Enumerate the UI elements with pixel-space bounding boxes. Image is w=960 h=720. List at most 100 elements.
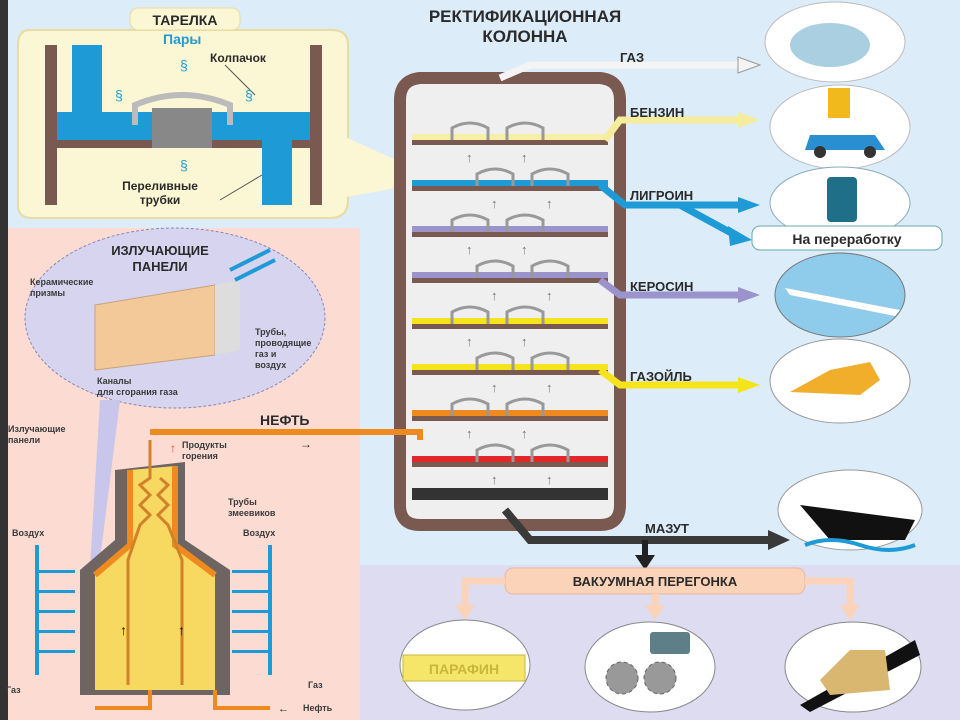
- gasoline-label: БЕНЗИН: [630, 105, 684, 120]
- plate-title-box: [129, 7, 241, 31]
- excavator-icon: [790, 362, 880, 395]
- bubble-cap: [475, 443, 515, 462]
- residue-layer: [412, 488, 608, 500]
- tray-liquid: [412, 318, 608, 324]
- road-roller-icon: [820, 650, 890, 695]
- tray-liquid: [412, 226, 608, 232]
- flow-arrow-left: ↑: [120, 622, 127, 638]
- overflow-label-1: Переливные: [122, 179, 198, 193]
- bubble-cap: [475, 351, 515, 370]
- vapor-arrow-icon: ↑: [546, 196, 553, 211]
- cap-label: Колпачок: [210, 51, 267, 65]
- water-icon: [804, 538, 916, 552]
- coils-label-2: змеевиков: [228, 508, 276, 518]
- tray: [412, 462, 608, 467]
- overflow-label-2: трубки: [140, 193, 181, 207]
- panels-label-1: Излучающие: [8, 424, 65, 434]
- car-icon: [805, 135, 885, 150]
- vapor-arrow-icon: ↑: [546, 288, 553, 303]
- oil-in-arrow: ←: [278, 703, 289, 715]
- tray-liquid: [412, 410, 608, 416]
- oil-out-pipe: [150, 429, 423, 440]
- gasoil-label: ГАЗОЙЛЬ: [630, 369, 692, 384]
- title-line-1: РЕКТИФИКАЦИОННАЯ: [429, 7, 621, 26]
- plate-title: ТАРЕЛКА: [153, 12, 218, 28]
- channels-label-2: для сгорания газа: [97, 387, 179, 397]
- combustion-label-1: Продукты: [182, 440, 227, 450]
- vacuum-left-arrow: [455, 605, 475, 620]
- vacuum-right-pipe: [805, 577, 854, 610]
- vapor-arrow-icon: ↑: [491, 472, 498, 487]
- ceramic-label-1: Керамические: [30, 277, 93, 287]
- panels-inset-pointer: [88, 400, 120, 600]
- kerosene-pipe: [597, 277, 740, 299]
- vacuum-title: ВАКУУМНАЯ ПЕРЕГОНКА: [573, 574, 738, 589]
- tray: [412, 232, 608, 237]
- combustion-arrow-icon: ↑: [170, 441, 176, 455]
- kerosene-label: КЕРОСИН: [630, 279, 693, 294]
- vapor-arrow-icon: ↑: [521, 150, 528, 165]
- panels-title-2: ПАНЕЛИ: [132, 259, 187, 274]
- barrel-icon: [827, 177, 857, 222]
- tubes-label-1: Трубы,: [255, 327, 286, 337]
- tray-liquid: [412, 456, 608, 462]
- distillation-column: ↑↑↑↑↑↑↑↑↑↑↑↑↑↑↑↑: [394, 56, 762, 531]
- bubble-cap: [475, 167, 515, 186]
- vapor-arrow-icon: ↑: [521, 242, 528, 257]
- vapor-arrow-icon: ↑: [521, 426, 528, 441]
- ship-icon: [800, 505, 915, 540]
- gas-label: ГАЗ: [620, 50, 644, 65]
- tray-liquid: [412, 180, 608, 186]
- bubble-cap: [450, 397, 490, 416]
- car-wheel-front: [814, 146, 826, 158]
- gas-right-label: Газ: [308, 680, 323, 690]
- furnace-chamber: [95, 466, 215, 690]
- bubble-cap: [530, 259, 570, 278]
- air-right-label: Воздух: [243, 528, 275, 538]
- plate-wall-left: [45, 45, 57, 205]
- vacuum-right-arrow: [840, 605, 860, 620]
- gas-tank-icon: [790, 23, 870, 67]
- vapor-arrow-icon: ↑: [466, 334, 473, 349]
- bubble-cap: [505, 305, 545, 324]
- vapor-arrow-icon: ↑: [491, 196, 498, 211]
- title-line-2: КОЛОННА: [482, 27, 567, 46]
- channels-label-1: Каналы: [97, 376, 132, 386]
- tube-stack-icon: [215, 280, 240, 355]
- reprocess-label: На переработку: [792, 231, 901, 247]
- bubble-cap: [450, 305, 490, 324]
- flow-arrow-right: ↑: [178, 622, 185, 638]
- combustion-label-2: горения: [182, 451, 218, 461]
- reprocess-box: [751, 225, 943, 251]
- gas-pipe: [498, 61, 740, 82]
- tray: [412, 278, 608, 283]
- bubble-cap: [505, 397, 545, 416]
- oil-in-pipe: [95, 690, 270, 710]
- air-pipes-right: [232, 545, 272, 675]
- vapor-icon-2: §: [115, 87, 123, 103]
- air-pipes-left: [35, 545, 75, 675]
- car-wheel-rear: [864, 146, 876, 158]
- oil-out-arrow: →: [300, 437, 312, 451]
- vapor-icon-1: §: [180, 57, 188, 73]
- kerosene-arrow: [738, 287, 760, 303]
- mazut-down-arrow: [635, 555, 655, 570]
- gasoline-pipe: [602, 116, 740, 143]
- gasoline-arrow: [738, 112, 760, 128]
- gas-left-label: Газ: [6, 685, 21, 695]
- vacuum-left-pipe: [461, 577, 505, 610]
- vapor-arrow-icon: ↑: [491, 380, 498, 395]
- vacuum-distillation: ВАКУУМНАЯ ПЕРЕГОНКА ПАРАФИН: [399, 567, 922, 713]
- fraction-labels: ГАЗ БЕНЗИН ЛИГРОИН КЕРОСИН ГАЗОЙЛЬ МАЗУТ: [620, 50, 693, 536]
- oil-can-icon: [650, 632, 690, 654]
- gear-icon-2: [643, 661, 677, 695]
- ligroin-label: ЛИГРОИН: [630, 188, 693, 203]
- bubble-cap: [530, 443, 570, 462]
- mazut-arrow: [768, 530, 790, 550]
- paraffin-label: ПАРАФИН: [429, 661, 499, 677]
- cap-leader: [224, 64, 256, 96]
- fraction-arrows: [501, 112, 790, 570]
- vapor-arrow-icon: ↑: [546, 472, 553, 487]
- coil-left: [126, 440, 153, 685]
